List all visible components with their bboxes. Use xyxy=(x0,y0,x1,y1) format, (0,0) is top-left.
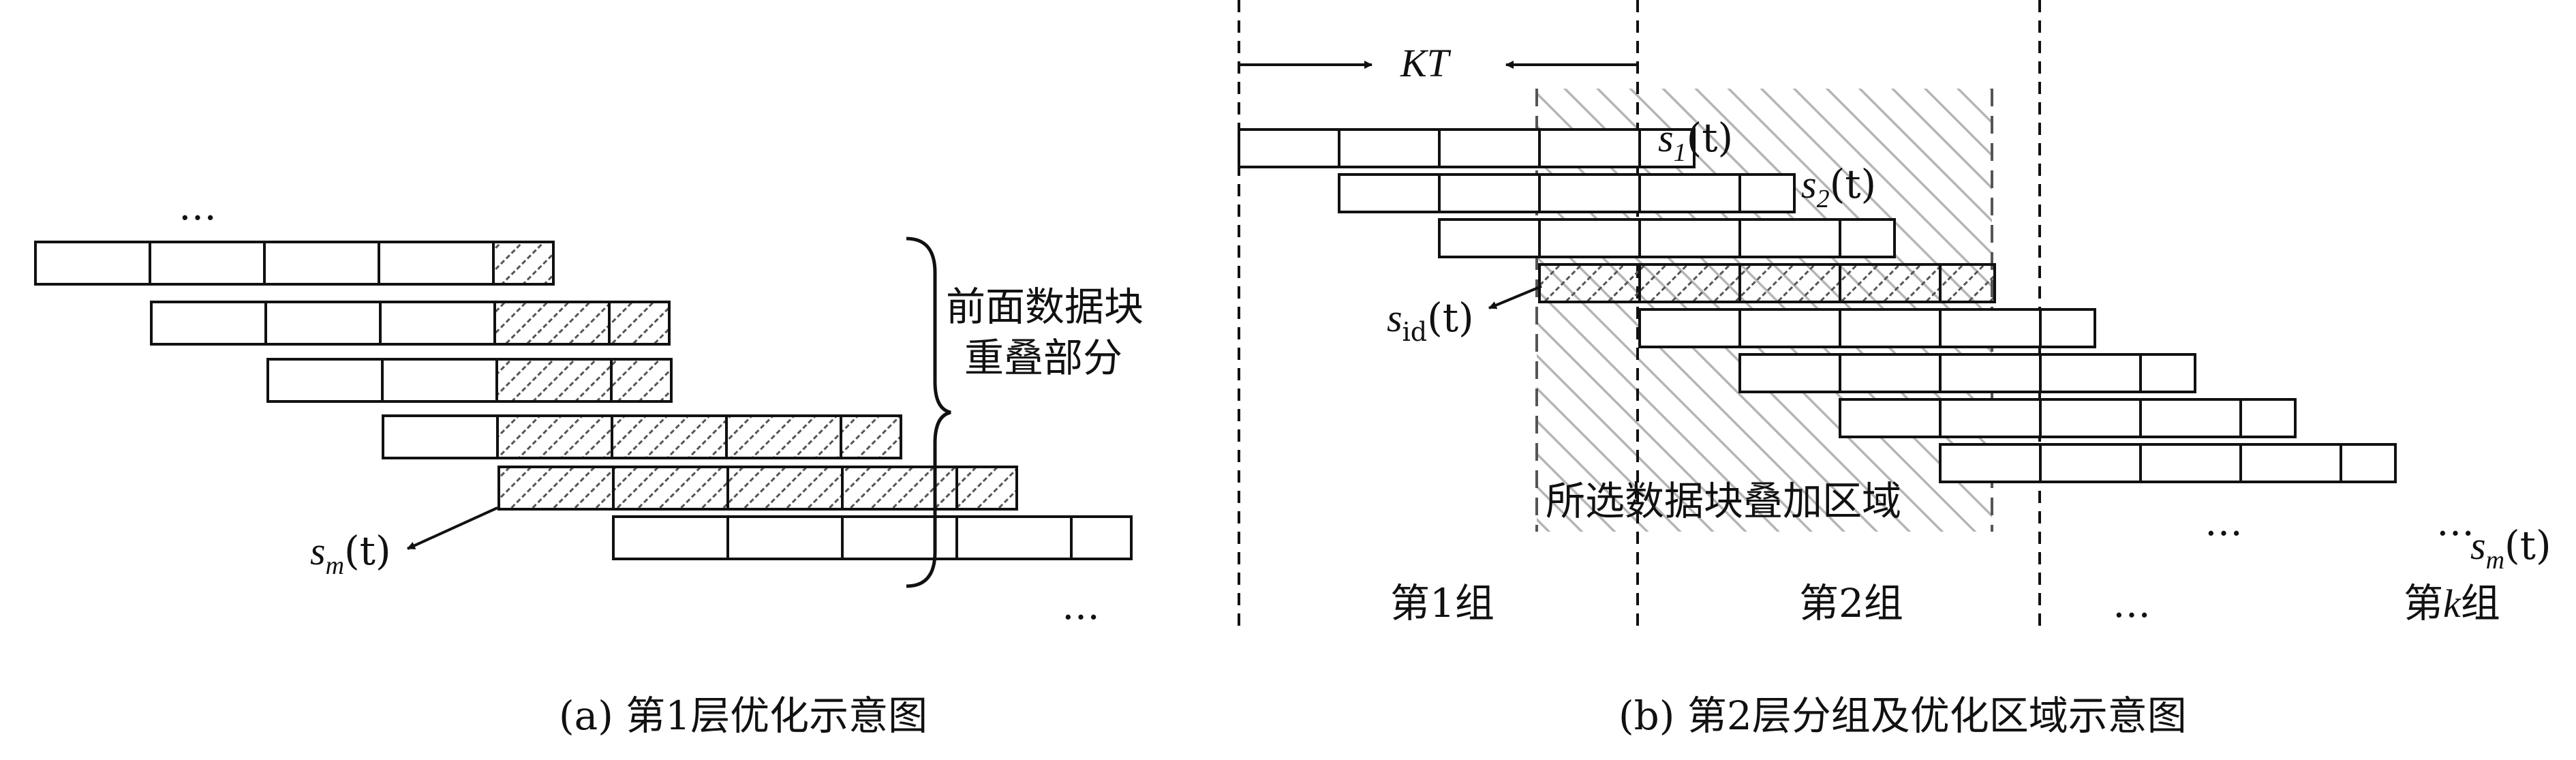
s1-label: s1(t) xyxy=(1658,115,1733,167)
left-block-cell xyxy=(382,414,499,459)
left-block-cell xyxy=(1070,515,1133,560)
right-block-cell xyxy=(1939,398,2042,438)
left-block-cell xyxy=(841,466,958,511)
right-block-cell xyxy=(1939,308,2042,348)
left-signal-label: sm(t) xyxy=(310,528,391,580)
left-block-cell xyxy=(497,466,615,511)
left-block-cell xyxy=(381,358,498,403)
right-block-cell xyxy=(1638,173,1741,213)
right-block-cell xyxy=(2139,443,2242,483)
right-block-cell xyxy=(2239,443,2342,483)
right-block-cell xyxy=(1638,218,1741,258)
right-block-cell xyxy=(1338,173,1441,213)
right-block-cell xyxy=(2039,443,2142,483)
left-block-cell xyxy=(378,241,495,286)
right-block-cell xyxy=(2039,308,2096,348)
s2-label: s2(t) xyxy=(1801,161,1876,213)
left-block-cell xyxy=(841,515,958,560)
left-block-cell xyxy=(496,414,613,459)
right-block-cell xyxy=(1638,263,1741,303)
sm-arrow-left xyxy=(407,506,498,550)
left-block-cell xyxy=(266,358,384,403)
region-label: 所选数据块叠加区域 xyxy=(1546,478,1901,524)
right-block-cell xyxy=(2239,398,2297,438)
left-block-cell xyxy=(610,358,673,403)
left-block-cell xyxy=(34,241,151,286)
right-block-cell xyxy=(1839,398,1942,438)
kt-label: KT xyxy=(1400,41,1452,85)
left-block-cell xyxy=(726,466,844,511)
brace-label-line2: 重叠部分 xyxy=(964,335,1122,381)
right-end-ellipsis: … xyxy=(2436,500,2474,545)
left-block-cell xyxy=(612,515,729,560)
right-block-cell xyxy=(1538,218,1641,258)
right-sm-label: sm(t) xyxy=(2470,522,2551,575)
left-block-cell xyxy=(611,414,728,459)
right-block-cell xyxy=(1839,353,1942,393)
left-block-cell xyxy=(263,241,380,286)
right-block-cell xyxy=(1738,263,1841,303)
left-block-cell xyxy=(840,414,902,459)
overlap-brace xyxy=(906,237,951,588)
right-block-cell xyxy=(1438,218,1541,258)
left-block-cell xyxy=(495,358,613,403)
right-block-cell xyxy=(2039,398,2142,438)
right-block-cell xyxy=(1238,128,1340,168)
right-block-cell xyxy=(1939,263,1996,303)
right-block-cell xyxy=(1538,263,1641,303)
right-block-cell xyxy=(2139,398,2242,438)
sid-label: sid(t) xyxy=(1387,294,1474,347)
right-block-rows xyxy=(1238,128,2397,483)
left-block-cell xyxy=(264,301,382,346)
left-block-cell xyxy=(726,515,844,560)
right-block-cell xyxy=(1839,218,1896,258)
panel-a: … … 前面数据块 重叠部分 sm(t) (a) 第1层优化示意图 xyxy=(34,185,1144,739)
right-block-cell xyxy=(1738,173,1796,213)
right-block-cell xyxy=(1738,353,1841,393)
caption-a: (a) 第1层优化示意图 xyxy=(559,693,927,739)
right-block-cell xyxy=(1538,128,1641,168)
left-block-cell xyxy=(150,301,267,346)
sid-arrow xyxy=(1488,285,1542,309)
left-block-rows xyxy=(34,241,1133,560)
group1-label: 第1组 xyxy=(1390,580,1494,626)
right-block-cell xyxy=(1939,443,2042,483)
right-block-cell xyxy=(2139,353,2196,393)
left-bottom-ellipsis: … xyxy=(1062,584,1100,628)
right-block-cell xyxy=(1638,128,1696,168)
left-block-cell xyxy=(612,466,729,511)
left-block-cell xyxy=(955,466,1018,511)
right-block-cell xyxy=(1438,128,1541,168)
right-block-cell xyxy=(1738,218,1841,258)
left-top-ellipsis: … xyxy=(179,185,217,229)
left-block-cell xyxy=(608,301,671,346)
right-block-cell xyxy=(1939,353,2042,393)
right-block-cell xyxy=(1638,308,1741,348)
right-block-cell xyxy=(1839,263,1942,303)
right-block-cell xyxy=(1839,308,1942,348)
left-block-cell xyxy=(492,241,555,286)
left-block-cell xyxy=(379,301,496,346)
left-block-cell xyxy=(149,241,266,286)
right-block-cell xyxy=(1438,173,1541,213)
caption-b: (b) 第2层分组及优化区域示意图 xyxy=(1619,693,2187,739)
left-block-cell xyxy=(493,301,611,346)
right-block-cell xyxy=(2039,353,2142,393)
left-block-cell xyxy=(955,515,1073,560)
right-block-cell xyxy=(1738,308,1841,348)
panel-b: KT s1(t) s2(t) sid(t) 所选数据块叠加区域 第1组 第2组 … xyxy=(1238,0,2551,739)
right-mid-ellipsis: … xyxy=(2205,500,2243,545)
group2-label: 第2组 xyxy=(1799,580,1903,626)
right-block-cell xyxy=(1338,128,1441,168)
right-bottom-ellipsis: … xyxy=(2113,582,2151,626)
right-block-cell xyxy=(2340,443,2397,483)
right-block-cell xyxy=(1538,173,1641,213)
brace-label-line1: 前面数据块 xyxy=(946,284,1144,330)
left-block-cell xyxy=(725,414,842,459)
groupk-label: 第k组 xyxy=(2404,580,2500,626)
